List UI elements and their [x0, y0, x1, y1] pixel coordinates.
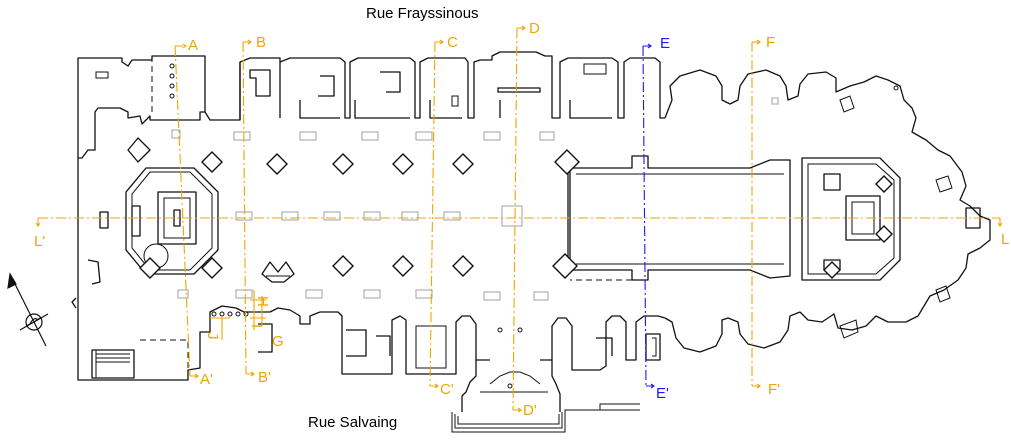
- interior-walls: [91, 63, 981, 379]
- section-lines: [35, 25, 1003, 413]
- section-label-a-end: A': [200, 371, 213, 388]
- section-label-c-start: C: [447, 34, 458, 51]
- vault-grid: [171, 97, 779, 301]
- section-label-e-end: E': [656, 385, 669, 402]
- street-label-north: Rue Frayssinous: [366, 5, 479, 22]
- section-label-e-start: E: [660, 35, 670, 52]
- section-label-j: J: [204, 332, 221, 340]
- outer-walls: [71, 51, 991, 433]
- section-label-a-start: A: [188, 37, 198, 54]
- columns: [169, 63, 899, 389]
- section-label-l-end: L': [34, 233, 45, 250]
- section-label-d-end: D': [523, 402, 537, 419]
- dashed-walls: [140, 56, 750, 368]
- section-label-f-start: F: [766, 34, 775, 51]
- section-label-g: G: [272, 333, 284, 350]
- section-label-d-start: D: [529, 20, 540, 37]
- section-label-i: I: [248, 324, 265, 328]
- section-label-b-end: B': [258, 369, 271, 386]
- section-label-h: H: [254, 296, 271, 307]
- piers: [139, 149, 893, 279]
- section-label-b-start: B: [256, 34, 266, 51]
- street-label-south: Rue Salvaing: [308, 414, 398, 431]
- section-label-f-end: F': [768, 381, 780, 398]
- section-label-l-start: L: [1001, 231, 1009, 248]
- section-labels: A A' B B' C C' D D' E E' F F' L' L G H I…: [34, 20, 1009, 419]
- north-arrow-icon: [7, 272, 49, 347]
- section-label-c-end: C': [440, 381, 454, 398]
